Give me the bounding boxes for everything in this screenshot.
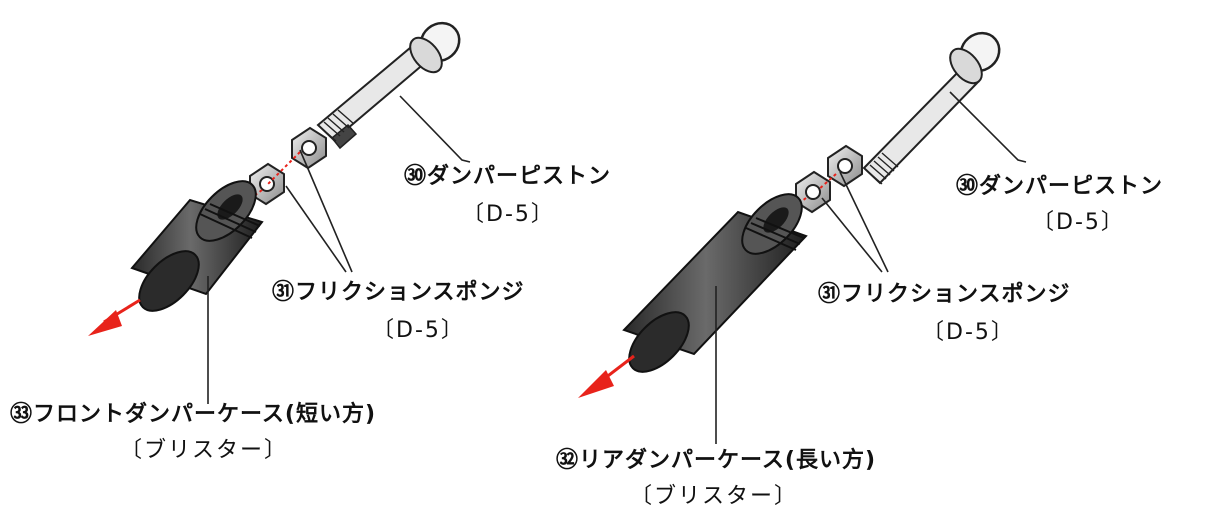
left-friction-sponge-1 xyxy=(291,126,327,170)
right-rear-damper-case xyxy=(622,193,808,373)
right-sponge-code: 〔D-5〕 xyxy=(922,320,1015,345)
right-assembly xyxy=(578,31,1027,444)
right-damper-piston xyxy=(862,31,1001,185)
right-piston-code: 〔D-5〕 xyxy=(1032,210,1125,235)
right-friction-sponge-1 xyxy=(827,144,863,188)
right-case-code: 〔ブリスター〕 xyxy=(630,484,799,509)
right-case-label: ㉜リアダンパーケース(長い方) xyxy=(556,448,877,473)
right-piston-label: ㉚ダンパーピストン xyxy=(956,174,1164,199)
left-case-code: 〔ブリスター〕 xyxy=(120,438,289,463)
left-piston-label: ㉚ダンパーピストン xyxy=(404,164,612,189)
left-damper-piston xyxy=(316,21,461,150)
left-direction-arrow xyxy=(88,298,141,336)
left-sponge-code: 〔D-5〕 xyxy=(372,318,465,343)
left-front-damper-case xyxy=(130,180,264,312)
left-case-label: ㉝フロントダンパーケース(短い方) xyxy=(10,402,377,427)
left-piston-code: 〔D-5〕 xyxy=(462,202,555,227)
left-assembly xyxy=(88,21,471,404)
right-sponge-label: ㉛フリクションスポンジ xyxy=(818,282,1071,307)
right-direction-arrow xyxy=(578,354,635,398)
left-sponge-label: ㉛フリクションスポンジ xyxy=(272,280,525,305)
